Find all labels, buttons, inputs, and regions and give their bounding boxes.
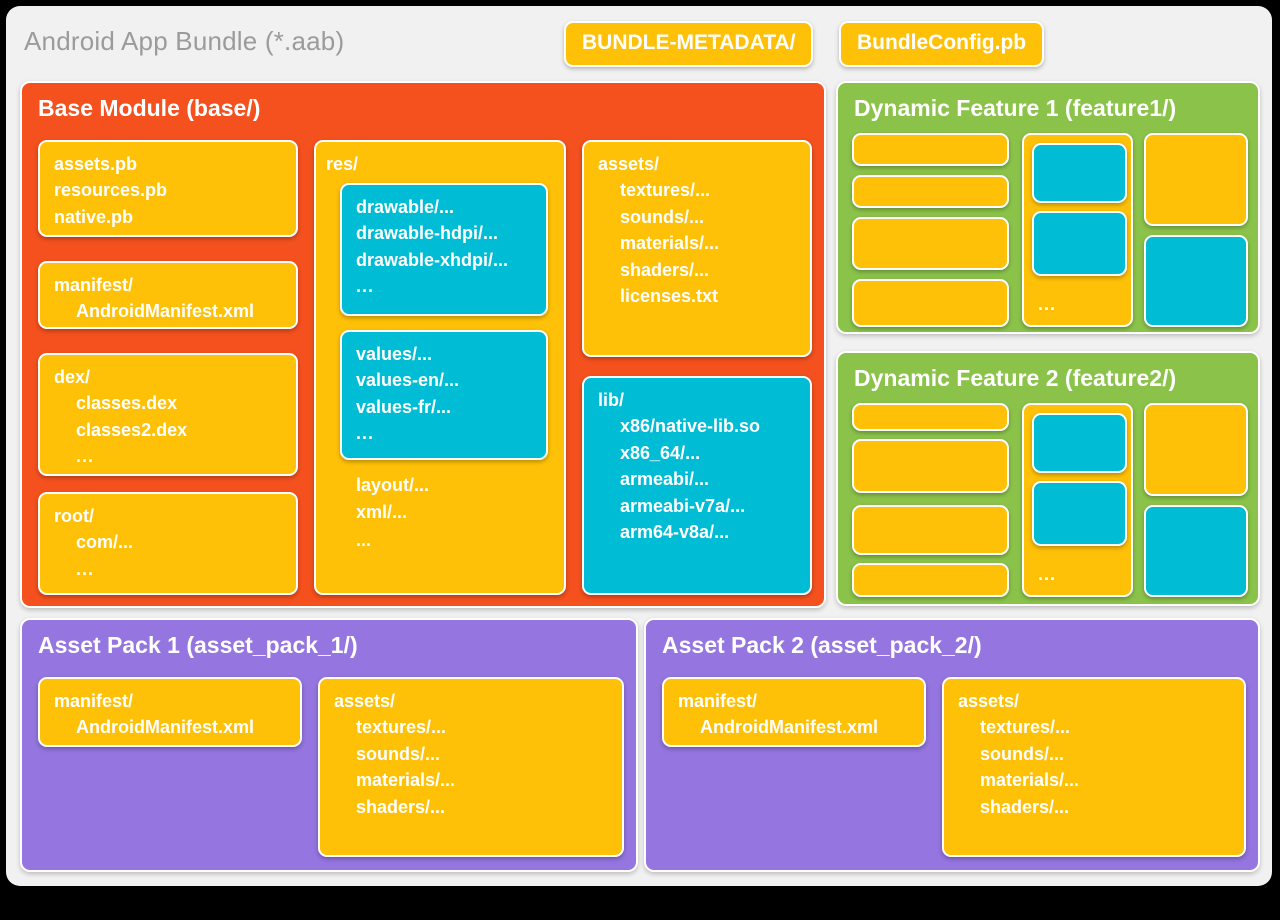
base-card-assets[interactable]: assets/ textures/... sounds/... material… xyxy=(582,140,812,357)
base-card-res[interactable]: res/ drawable/... drawable-hdpi/... draw… xyxy=(314,140,566,595)
feature1-res-sub-2[interactable] xyxy=(1032,211,1127,276)
base-card-lib[interactable]: lib/ x86/native-lib.so x86_64/... armeab… xyxy=(582,376,812,595)
card-line: armeabi-v7a/... xyxy=(620,495,746,516)
card-line: classes2.dex xyxy=(76,419,188,440)
card-line: root/ xyxy=(54,506,94,526)
feature1-card-1[interactable] xyxy=(852,133,1009,166)
card-line: shaders/... xyxy=(356,796,446,817)
card-line: materials/... xyxy=(356,770,456,791)
feature2-card-1[interactable] xyxy=(852,403,1009,431)
card-line: textures/... xyxy=(980,717,1071,738)
base-module-panel[interactable]: Base Module (base/) assets.pb resources.… xyxy=(20,81,826,608)
card-line: assets/ xyxy=(598,154,660,174)
page-title: Android App Bundle (*.aab) xyxy=(24,26,345,56)
card-line: AndroidManifest.xml xyxy=(700,717,879,738)
card-line: lib/ xyxy=(598,390,624,410)
feature1-assets-card[interactable] xyxy=(1144,133,1248,226)
feature2-res-sub-1[interactable] xyxy=(1032,413,1127,473)
card-line: ... xyxy=(356,529,372,550)
feature1-card-2[interactable] xyxy=(852,175,1009,208)
pack2-card-assets[interactable]: assets/ textures/... sounds/... material… xyxy=(942,677,1246,857)
card-line: armeabi/... xyxy=(620,469,710,490)
res-card-values[interactable]: values/... values-en/... values-fr/... .… xyxy=(340,330,548,460)
dynamic-feature-1-title: Dynamic Feature 1 (feature1/) xyxy=(854,95,1177,121)
card-line: native.pb xyxy=(54,206,134,227)
card-line: xml/... xyxy=(356,502,408,523)
asset-pack-1-panel[interactable]: Asset Pack 1 (asset_pack_1/) manifest/ A… xyxy=(20,618,638,872)
card-line: licenses.txt xyxy=(620,286,719,307)
card-line: com/... xyxy=(76,532,134,553)
bundle-diagram-card: Android App Bundle (*.aab) BUNDLE-METADA… xyxy=(6,6,1272,886)
base-card-protos[interactable]: assets.pb resources.pb native.pb xyxy=(38,140,298,237)
card-line: x86_64/... xyxy=(620,442,701,463)
feature2-ellipsis: ... xyxy=(1038,563,1057,584)
card-line: manifest/ xyxy=(678,691,758,711)
base-card-manifest[interactable]: manifest/ AndroidManifest.xml xyxy=(38,261,298,329)
card-line: res/ xyxy=(326,154,359,174)
dynamic-feature-2-panel[interactable]: Dynamic Feature 2 (feature2/) ... xyxy=(836,351,1260,606)
feature1-lib-card[interactable] xyxy=(1144,235,1248,327)
pack1-card-assets[interactable]: assets/ textures/... sounds/... material… xyxy=(318,677,624,857)
card-line: ... xyxy=(356,276,375,297)
card-line: textures/... xyxy=(356,717,447,738)
feature1-ellipsis: ... xyxy=(1038,293,1057,314)
card-line: materials/... xyxy=(980,770,1080,791)
base-module-title: Base Module (base/) xyxy=(38,95,261,121)
card-line: assets/ xyxy=(334,691,396,711)
card-line: drawable/... xyxy=(356,197,455,217)
card-line: AndroidManifest.xml xyxy=(76,717,255,738)
feature2-card-4[interactable] xyxy=(852,563,1009,597)
card-line: sounds/... xyxy=(356,743,441,764)
card-line: manifest/ xyxy=(54,275,134,295)
dynamic-feature-1-panel[interactable]: Dynamic Feature 1 (feature1/) ... xyxy=(836,81,1260,334)
card-line: sounds/... xyxy=(620,206,705,227)
card-line: layout/... xyxy=(356,475,430,495)
card-line: assets.pb xyxy=(54,154,138,174)
base-card-root[interactable]: root/ com/... ... xyxy=(38,492,298,595)
base-card-dex[interactable]: dex/ classes.dex classes2.dex ... xyxy=(38,353,298,476)
card-line: drawable-xhdpi/... xyxy=(356,249,509,270)
card-line: textures/... xyxy=(620,180,711,201)
card-line: ... xyxy=(76,558,95,579)
card-line: x86/native-lib.so xyxy=(620,416,761,437)
card-line: classes.dex xyxy=(76,393,178,414)
feature1-res-sub-1[interactable] xyxy=(1032,143,1127,203)
feature1-card-3[interactable] xyxy=(852,217,1009,270)
feature2-res-card[interactable]: ... xyxy=(1022,403,1133,597)
card-line: resources.pb xyxy=(54,180,168,201)
card-line: materials/... xyxy=(620,233,720,254)
res-card-drawable[interactable]: drawable/... drawable-hdpi/... drawable-… xyxy=(340,183,548,316)
feature2-assets-card[interactable] xyxy=(1144,403,1248,496)
card-line: drawable-hdpi/... xyxy=(356,223,499,244)
feature1-card-4[interactable] xyxy=(852,279,1009,327)
feature1-res-card[interactable]: ... xyxy=(1022,133,1133,327)
dynamic-feature-2-title: Dynamic Feature 2 (feature2/) xyxy=(854,365,1177,391)
card-line: ... xyxy=(356,423,375,444)
card-line: assets/ xyxy=(958,691,1020,711)
feature2-lib-card[interactable] xyxy=(1144,505,1248,597)
card-line: ... xyxy=(76,446,95,467)
card-line: AndroidManifest.xml xyxy=(76,301,255,322)
card-line: sounds/... xyxy=(980,743,1065,764)
asset-pack-2-panel[interactable]: Asset Pack 2 (asset_pack_2/) manifest/ A… xyxy=(644,618,1260,872)
card-line: values/... xyxy=(356,344,433,364)
diagram-header: Android App Bundle (*.aab) BUNDLE-METADA… xyxy=(6,6,1272,76)
card-line: manifest/ xyxy=(54,691,134,711)
card-line: shaders/... xyxy=(980,796,1070,817)
badge-bundle-config[interactable]: BundleConfig.pb xyxy=(839,21,1045,67)
pack1-card-manifest[interactable]: manifest/ AndroidManifest.xml xyxy=(38,677,302,747)
badge-bundle-metadata[interactable]: BUNDLE-METADATA/ xyxy=(564,21,814,67)
res-tail-lines: layout/... xml/... ... xyxy=(356,472,429,554)
feature2-card-2[interactable] xyxy=(852,439,1009,493)
card-line: shaders/... xyxy=(620,259,710,280)
card-line: dex/ xyxy=(54,367,91,387)
feature2-res-sub-2[interactable] xyxy=(1032,481,1127,546)
card-line: arm64-v8a/... xyxy=(620,522,730,543)
card-line: values-fr/... xyxy=(356,396,452,417)
asset-pack-1-title: Asset Pack 1 (asset_pack_1/) xyxy=(38,632,358,658)
asset-pack-2-title: Asset Pack 2 (asset_pack_2/) xyxy=(662,632,982,658)
card-line: values-en/... xyxy=(356,370,460,391)
pack2-card-manifest[interactable]: manifest/ AndroidManifest.xml xyxy=(662,677,926,747)
feature2-card-3[interactable] xyxy=(852,505,1009,555)
